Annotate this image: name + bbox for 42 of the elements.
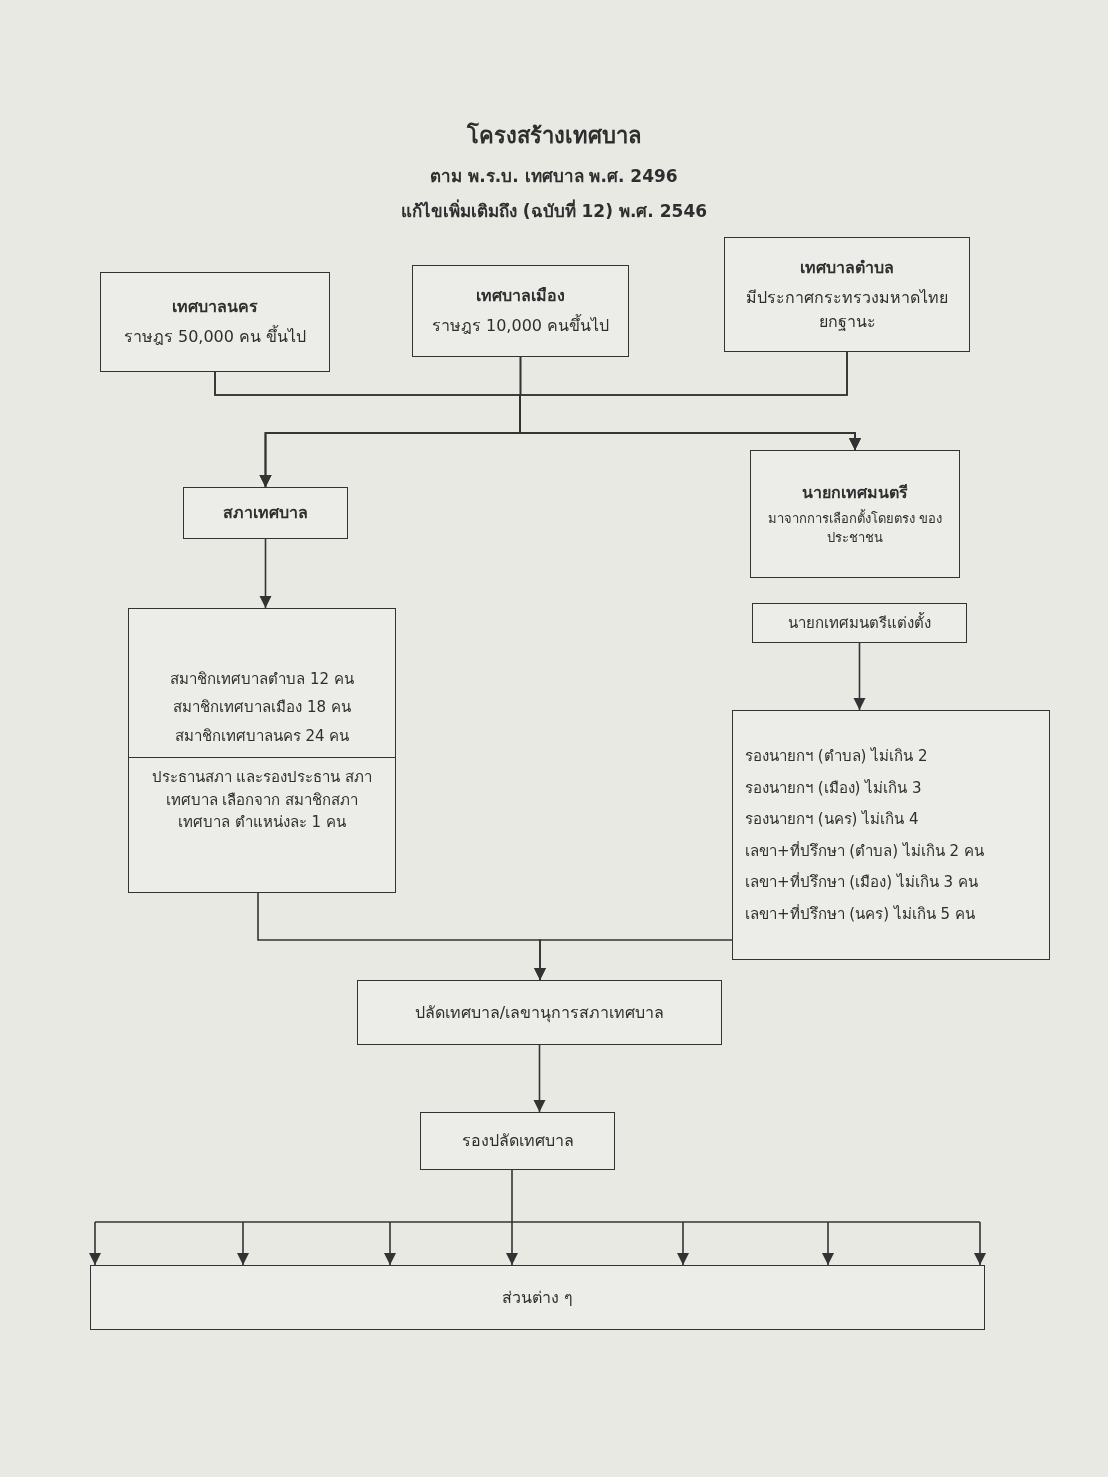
org-box — [750, 450, 960, 578]
box-heading: นายกเทศมนตรี — [801, 481, 909, 504]
box-text: เลขา+ที่ปรึกษา (นคร) ไม่เกิน 5 คน — [745, 903, 976, 925]
box-text: สมาชิกเทศบาลนคร 24 คน — [173, 725, 351, 747]
org-box — [183, 487, 348, 539]
box-text: สมาชิกเทศบาลเมือง 18 คน — [172, 697, 352, 718]
org-box — [90, 1265, 985, 1330]
box-heading: เทศบาลเมือง — [475, 285, 566, 307]
org-box — [752, 603, 967, 643]
connector-arrow — [506, 1169, 518, 1266]
box-text: ส่วนต่าง ๆ — [500, 1286, 575, 1309]
org-box — [420, 1112, 615, 1170]
box-text: รองนายกฯ (นคร) ไม่เกิน 4 — [745, 809, 920, 830]
connector-arrow — [853, 642, 866, 711]
box-text: เลขา+ที่ปรึกษา (เมือง) ไม่เกิน 3 คน — [745, 871, 979, 893]
box-text: ประธานสภา และรองประธาน สภาเทศบาล เลือกจาก สมาชิกสภาเทศบาล ตำแหน่งละ 1 คน — [129, 757, 395, 834]
connector-arrow — [533, 1044, 546, 1113]
org-box — [357, 980, 722, 1045]
org-box — [732, 710, 1050, 960]
box-text: ราษฎร 10,000 คนขึ้นไป — [430, 314, 611, 337]
org-box — [412, 265, 629, 357]
subtitle: แก้ไขเพิ่มเติมถึง (ฉบับที่ 12) พ.ศ. 2546 — [399, 198, 709, 223]
org-box — [100, 272, 330, 372]
box-heading: สภาเทศบาล — [222, 502, 309, 524]
box-text: สมาชิกเทศบาลตำบล 12 คน — [169, 668, 355, 690]
org-box — [128, 608, 396, 893]
org-box — [724, 237, 970, 352]
connector-arrow — [534, 939, 733, 981]
box-text: ราษฎร 50,000 คน ขึ้นไป — [122, 325, 308, 348]
box-text: นายกเทศมนตรีแต่งตั้ง — [787, 611, 932, 634]
subtitle: ตาม พ.ร.บ. เทศบาล พ.ศ. 2496 — [429, 165, 679, 188]
box-heading: เทศบาลนคร — [171, 296, 259, 318]
box-text: มีประกาศกระทรวงมหาดไทย ยกฐานะ — [745, 286, 949, 333]
box-heading: เทศบาลตำบล — [799, 256, 895, 279]
box-text: รองนายกฯ (เมือง) ไม่เกิน 3 — [745, 777, 923, 799]
box-text: เลขา+ที่ปรึกษา (ตำบล) ไม่เกิน 2 คน — [745, 840, 985, 862]
connector-arrow — [259, 538, 272, 609]
diagram-title: โครงสร้างเทศบาล — [466, 121, 642, 150]
box-text: รองนายกฯ (ตำบล) ไม่เกิน 2 — [745, 746, 929, 767]
box-text: รองปลัดเทศบาล — [460, 1130, 575, 1152]
box-text: มาจากการเลือกตั้งโดยตรง ของประชาชน — [766, 508, 944, 547]
box-text: ปลัดเทศบาล/เลขานุการสภาเทศบาล — [413, 1001, 666, 1025]
